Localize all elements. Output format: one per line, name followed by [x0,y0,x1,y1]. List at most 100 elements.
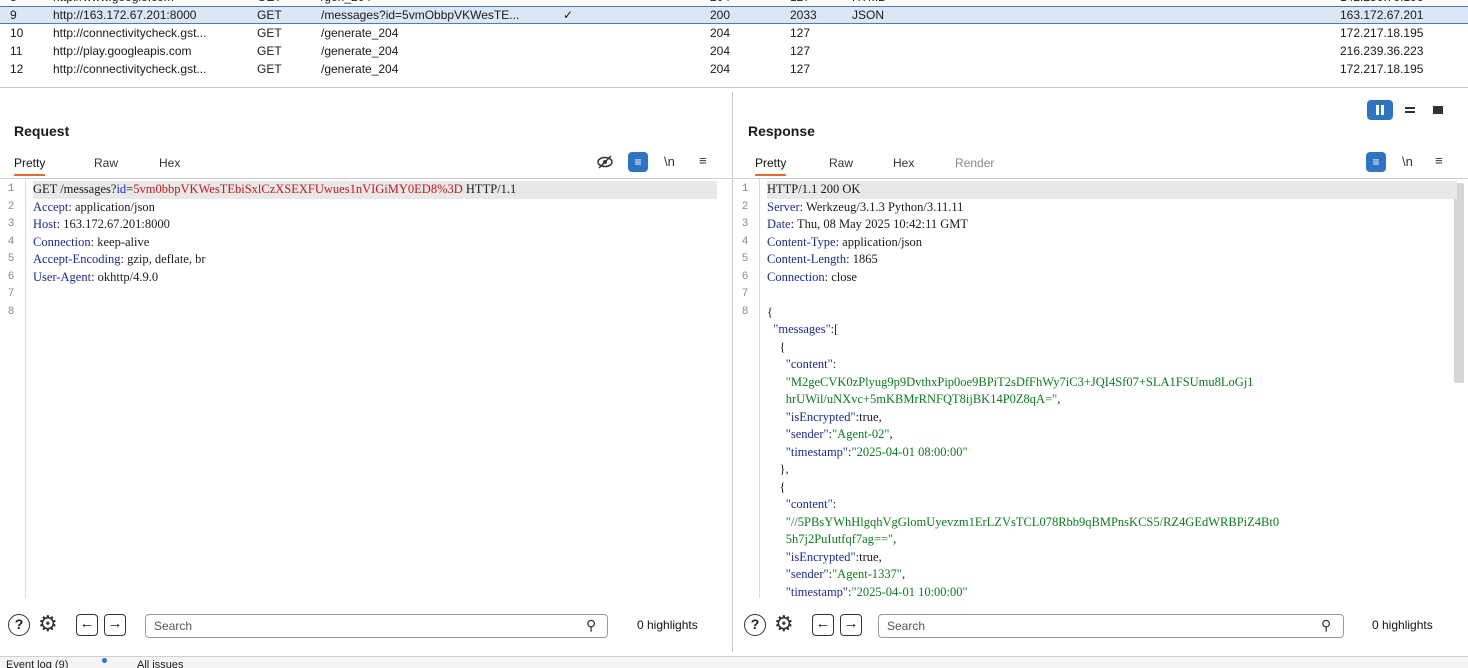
layout-toggle [1367,100,1453,120]
code-token: Host [33,217,57,231]
cell-host: http://connectivitycheck.gst... [53,26,207,40]
line-gutter [734,179,760,598]
code-token: , [893,532,897,546]
code-token: "timestamp" [767,584,849,599]
code-line: "isEncrypted":true, [767,549,882,567]
split-horizontal-layout-button[interactable] [1397,100,1423,120]
search-icon: ⚲ [1321,617,1332,633]
cell-ip: 163.172.67.201 [1340,8,1424,22]
newline-toggle[interactable]: \n [1402,154,1413,169]
cell-num: 11 [10,44,23,58]
cell-num: 12 [10,62,24,76]
newline-toggle[interactable]: \n [664,154,675,169]
settings-gear-icon[interactable]: ⚙ [38,611,58,636]
menu-icon[interactable]: ≡ [1435,153,1443,168]
table-row[interactable]: 8http://www.google.comGET/gen_204204127H… [0,0,1468,6]
code-line: Host: 163.172.67.201:8000 [33,216,170,234]
code-line: "sender":"Agent-1337", [767,566,905,584]
line-number: 8 [741,305,749,318]
code-token: Accept [33,199,69,214]
next-arrow-icon[interactable]: → [104,614,126,636]
line-number [734,321,756,339]
code-token: { [767,479,786,494]
line-number [734,461,756,479]
code-token: : application/json [835,234,923,249]
word-wrap-icon[interactable]: ≡ [628,152,648,172]
code-token: :[ [830,322,839,336]
cell-host: http://www.google.com [53,0,249,6]
tab-hex[interactable]: Hex [159,156,181,170]
cell-url: /gen_204 [321,0,551,6]
search-field[interactable]: ⚲ [145,614,608,638]
help-icon[interactable]: ? [744,614,766,636]
settings-gear-icon[interactable]: ⚙ [774,611,794,636]
help-icon[interactable]: ? [8,614,30,636]
code-token: : Werkzeug/3.1.3 Python/3.11.11 [799,199,964,214]
code-token: "2025-04-01 10:00:00" [851,584,968,599]
split-vertical-layout-button[interactable] [1367,100,1393,120]
code-token: "//5PBsYWhHlgqhVgGlomUyevzm1ErLZVsTCL078… [767,514,1280,529]
code-token: : 1865 [846,252,878,266]
search-input[interactable] [154,618,554,634]
code-token: GET /messages? [33,182,117,196]
code-token: HTTP/1.1 [462,182,517,196]
word-wrap-icon[interactable]: ≡ [1366,152,1386,172]
previous-arrow-icon[interactable]: ← [812,614,834,636]
tab-raw[interactable]: Raw [94,156,119,170]
code-token: "isEncrypted" [767,549,856,564]
cell-status: 204 [709,44,730,58]
search-input[interactable] [887,618,1287,634]
event-log-tab[interactable]: Event log (9) [6,659,69,668]
tab-pretty[interactable]: Pretty [14,152,46,176]
cell-length: 127 [790,62,811,76]
cell-url: /generate_204 [321,62,399,76]
hide-whitespace-icon[interactable] [596,153,614,173]
line-number: 6 [741,270,749,283]
cell-length: 127 [790,44,811,58]
scrollbar[interactable] [1454,183,1464,383]
code-token: : Thu, 08 May 2025 10:42:11 GMT [790,217,969,231]
search-field[interactable]: ⚲ [878,614,1344,638]
cell-url: /messages?id=5vmObbpVKWesTE... [321,8,520,22]
next-arrow-icon[interactable]: → [840,614,862,636]
code-token: :true, [855,409,882,424]
line-number: 4 [7,235,15,248]
code-token: 5vm0bbpVKWesTEbiSxlCzXSEXFUwues1nVIGiMY0… [133,182,463,196]
tabs-layout-button[interactable] [1425,100,1451,120]
line-number: 8 [7,305,15,318]
tab-hex[interactable]: Hex [893,156,915,170]
cell-num: 10 [10,26,24,40]
request-title: Request [14,123,70,139]
all-issues-tab[interactable]: All issues [137,659,184,668]
cell-ip: 172.217.18.195 [1340,26,1424,40]
tab-pretty[interactable]: Pretty [755,152,787,176]
request-search-bar: ? ⚙ ← → ⚲ 0 highlights [0,609,732,639]
code-line: User-Agent: okhttp/4.9.0 [33,269,158,287]
code-token: : okhttp/4.9.0 [91,269,159,284]
cell-checked: ✓ [563,8,574,22]
code-line: Content-Length: 1865 [767,251,878,269]
cell-ip: 172.217.18.195 [1340,62,1424,76]
code-line: Date: Thu, 08 May 2025 10:42:11 GMT [767,216,968,234]
menu-icon[interactable]: ≡ [699,153,707,168]
code-token: User-Agent [33,269,92,284]
cell-host: http://play.googleapis.com [53,44,192,58]
previous-arrow-icon[interactable]: ← [76,614,98,636]
cell-mime: HTML [852,0,932,6]
code-line: Accept: application/json [33,199,155,217]
search-icon: ⚲ [586,617,597,633]
line-number: 6 [7,270,15,283]
tab-render[interactable]: Render [955,156,995,170]
code-token: : gzip, deflate, br [120,252,206,266]
tab-raw[interactable]: Raw [829,156,854,170]
code-token: Content-Type [767,234,836,249]
code-token: Accept-Encoding [33,252,121,266]
code-token: Date [767,217,791,231]
